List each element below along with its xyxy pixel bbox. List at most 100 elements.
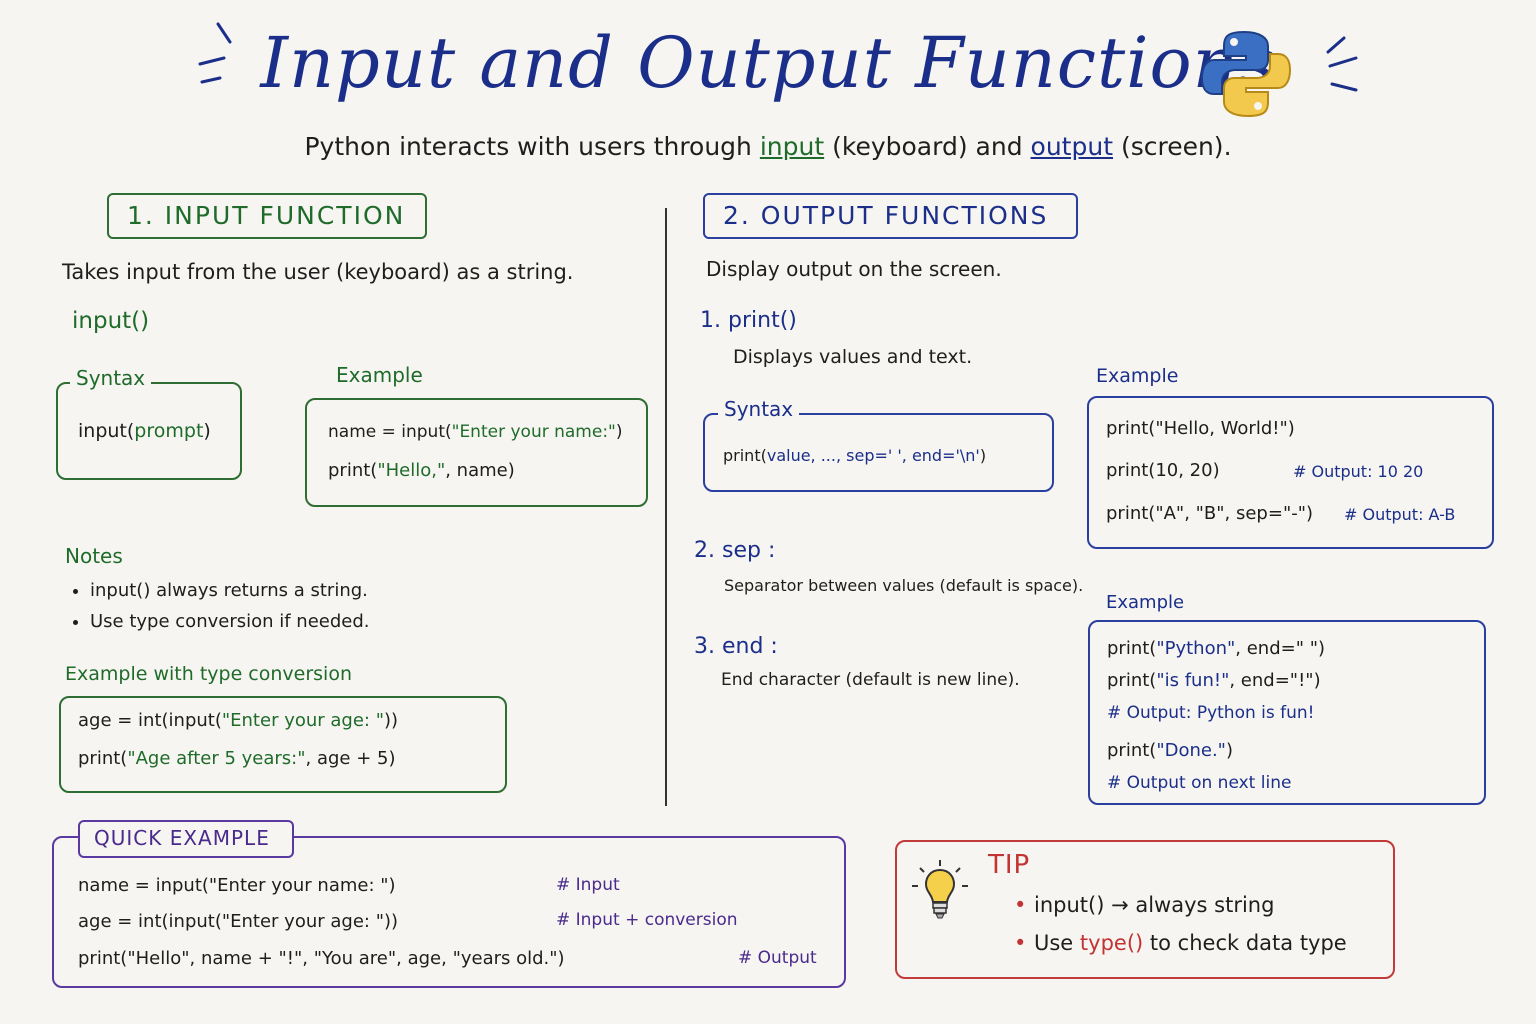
code-string: "Age after 5 years:" (127, 748, 306, 769)
quick-example-line3: print("Hello", name + "!", "You are", ag… (78, 948, 565, 969)
item-number: 1. (700, 308, 721, 333)
item-name: end : (722, 634, 778, 659)
subtitle-text-post: (screen). (1120, 132, 1232, 161)
subtitle-text-mid: (keyboard) and (832, 132, 1023, 161)
output-item2-desc: Separator between values (default is spa… (724, 576, 1084, 595)
notes-label: Notes (65, 544, 123, 568)
end-example-box (1088, 620, 1486, 805)
quick-example-comment1: # Input (556, 875, 620, 895)
print-example-line: print("Hello, World!") (1106, 418, 1295, 439)
code-part: , name) (445, 460, 515, 481)
code-part: name = input( (328, 422, 452, 442)
conversion-example-box (59, 696, 507, 793)
end-example-line1: print("Python", end=" ") (1107, 638, 1325, 659)
code-part: print( (1107, 638, 1157, 659)
tip-box (895, 840, 1395, 979)
input-example-line2: print("Hello,", name) (328, 460, 515, 481)
item-name: sep : (722, 538, 776, 563)
input-example-box (305, 398, 648, 507)
input-syntax-label: Syntax (70, 366, 152, 390)
sparkle-right-icon (1326, 36, 1358, 92)
print-example-line: print(10, 20) (1106, 460, 1220, 481)
quick-example-comment2: # Input + conversion (556, 910, 738, 930)
item-number: 3. (694, 634, 715, 659)
output-item3-desc: End character (default is new line). (721, 670, 1020, 690)
code-part: print(10, 20) (1106, 460, 1220, 481)
print-example-comment: # Output: 10 20 (1293, 462, 1424, 481)
subtitle-input-word: input (759, 132, 825, 161)
code-part: ) (1225, 740, 1233, 761)
output-item3-title: 3. end : (694, 634, 778, 659)
print-syntax-code: print(value, ..., sep=' ', end='\n') (723, 446, 986, 465)
code-string: "Python" (1156, 638, 1236, 659)
subtitle-output-word: output (1030, 132, 1113, 161)
input-example-line1: name = input("Enter your name:") (328, 422, 623, 442)
print-example-label: Example (1096, 365, 1179, 387)
tip-text: Use (1034, 931, 1074, 955)
code-part: )) (383, 710, 399, 731)
python-logo-icon (1200, 30, 1292, 118)
note-item: Use type conversion if needed. (90, 611, 370, 632)
tip-list: input() → always string Use type() to ch… (1012, 893, 1347, 969)
code-args: value, ..., sep=' ', end='\n' (766, 446, 980, 465)
code-part: , end=" ") (1235, 638, 1326, 659)
conversion-line1: age = int(input("Enter your age: ")) (78, 710, 398, 731)
syntax-close: ) (203, 420, 211, 442)
column-divider (665, 208, 667, 806)
code-string: "is fun!" (1156, 670, 1230, 691)
tip-text: to check data type (1149, 931, 1347, 955)
code-string: "Hello," (377, 460, 446, 481)
end-example-label: Example (1106, 592, 1185, 613)
code-part: , age + 5) (305, 748, 396, 769)
subtitle: Python interacts with users through inpu… (0, 132, 1536, 161)
input-description: Takes input from the user (keyboard) as … (62, 260, 574, 284)
output-item1-title: 1. print() (700, 308, 797, 333)
print-example-box (1087, 396, 1494, 549)
input-syntax-code: input(prompt) (78, 420, 211, 442)
conversion-example-label: Example with type conversion (65, 663, 353, 685)
page-title: Input and Output Functions (260, 22, 1276, 104)
syntax-fn: input( (78, 420, 135, 442)
quick-example-label: QUICK EXAMPLE (78, 820, 294, 858)
note-item: input() always returns a string. (90, 580, 370, 601)
code-string: "Enter your age: " (221, 710, 384, 731)
quick-example-comment3: # Output (738, 948, 817, 968)
subtitle-text-pre: Python interacts with users through (304, 132, 752, 161)
output-item2-title: 2. sep : (694, 538, 775, 563)
tip-function: type() (1079, 931, 1144, 955)
tip-item: input() → always string (1014, 893, 1347, 917)
end-example-line3: # Output: Python is fun! (1107, 703, 1315, 723)
code-part: , end="!") (1229, 670, 1321, 691)
tip-item: Use type() to check data type (1014, 931, 1347, 955)
quick-example-box (52, 836, 846, 988)
tip-label: TIP (988, 850, 1031, 880)
code-part: print("Hello, World!") (1106, 418, 1295, 439)
quick-example-line1: name = input("Enter your name: ") (78, 875, 396, 896)
syntax-arg: prompt (134, 420, 204, 442)
output-description: Display output on the screen. (706, 257, 1002, 281)
item-name: print() (728, 308, 797, 333)
end-example-line5: # Output on next line (1107, 773, 1292, 793)
end-example-line4: print("Done.") (1107, 740, 1233, 761)
code-part: print( (723, 446, 767, 465)
code-part: age = int(input( (78, 710, 222, 731)
input-function-name: input() (72, 308, 150, 334)
sparkle-left-icon (198, 22, 232, 84)
input-example-label: Example (336, 363, 423, 387)
code-part: print("A", "B", sep="-") (1106, 503, 1314, 524)
print-example-line: print("A", "B", sep="-") (1106, 503, 1313, 524)
code-part: ) (615, 422, 623, 442)
lightbulb-icon (912, 860, 968, 919)
print-syntax-label: Syntax (718, 397, 800, 421)
code-part: print( (1107, 740, 1157, 761)
print-syntax-box (703, 413, 1054, 492)
print-example-comment: # Output: A-B (1344, 505, 1456, 524)
code-string: "Done." (1156, 740, 1226, 761)
quick-example-line2: age = int(input("Enter your age: ")) (78, 911, 399, 932)
item-number: 2. (694, 538, 715, 563)
input-section-heading: 1. INPUT FUNCTION (107, 193, 427, 239)
output-item1-desc: Displays values and text. (733, 346, 973, 368)
conversion-line2: print("Age after 5 years:", age + 5) (78, 748, 395, 769)
notes-list: input() always returns a string. Use typ… (66, 580, 370, 642)
output-section-heading: 2. OUTPUT FUNCTIONS (703, 193, 1078, 239)
